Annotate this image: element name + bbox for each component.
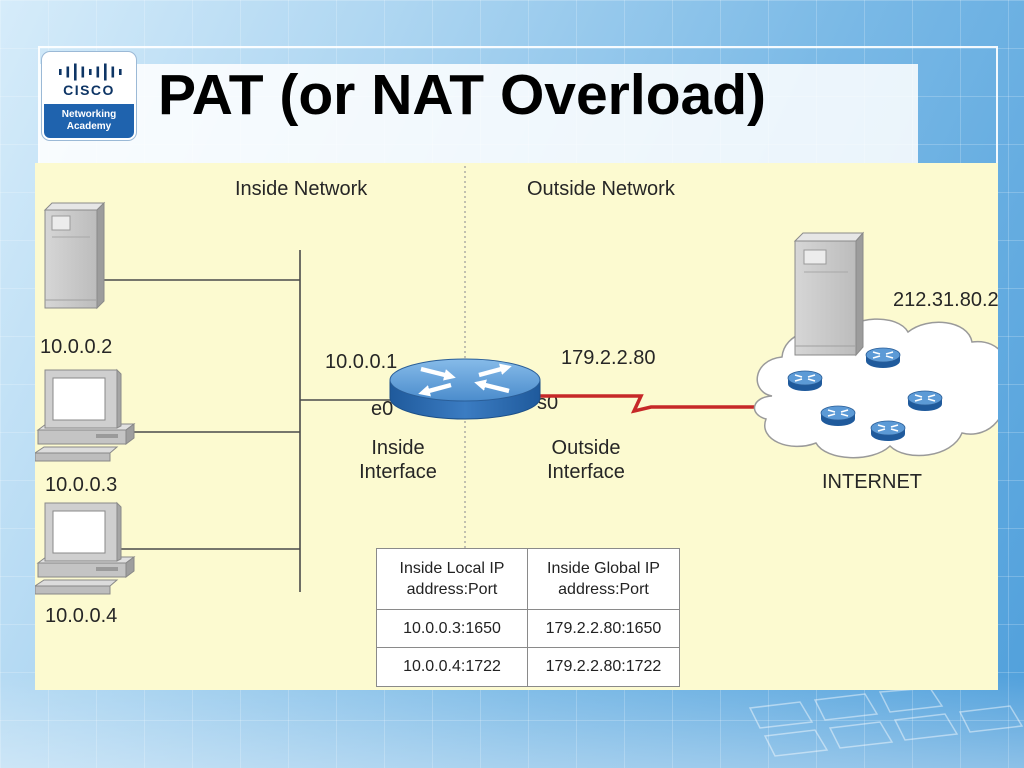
nat-translation-table: Inside Local IP address:Port Inside Glob… — [376, 548, 680, 687]
router-outside-ip: 179.2.2.80 — [561, 347, 656, 369]
cisco-networking-academy-logo: CISCO Networking Academy — [42, 52, 136, 140]
internet-router-icon — [907, 390, 943, 412]
serial-link — [540, 394, 758, 414]
outside-interface-label: Interface — [547, 461, 625, 483]
logo-brand-text: CISCO — [63, 82, 115, 98]
router-inside-ip: 10.0.0.1 — [325, 351, 397, 373]
inside-interface-label: Interface — [359, 461, 437, 483]
logo-line-2: Academy — [66, 121, 112, 132]
inside-network-label: Inside Network — [235, 178, 368, 200]
inside-local-cell: 10.0.0.3:1650 — [376, 609, 528, 648]
cisco-bridge-logo-icon — [59, 63, 122, 81]
internet-router-icon — [870, 420, 906, 442]
internet-router-icon — [820, 405, 856, 427]
inside-interface-label: Inside — [371, 437, 424, 459]
inside-local-header: Inside Local IP address:Port — [376, 548, 528, 610]
header-line: Inside Global IP — [547, 560, 660, 577]
internet-router-icon — [787, 370, 823, 392]
internet-server-ip: 212.31.80.2 — [893, 289, 998, 311]
server-icon — [43, 201, 106, 310]
router-inside-port: e0 — [371, 398, 393, 420]
header-line: address:Port — [558, 581, 649, 598]
logo-band: Networking Academy — [44, 104, 134, 138]
title-panel — [40, 64, 918, 163]
outside-network-label: Outside Network — [527, 178, 676, 200]
pc-icon — [35, 369, 135, 462]
lan-cabling — [100, 250, 395, 592]
router-icon — [389, 358, 541, 420]
host-ip-label: 10.0.0.2 — [40, 336, 112, 358]
network-diagram: Inside Network Outside Network 10.0.0.2 … — [35, 166, 998, 627]
header-line: Inside Local IP — [399, 560, 505, 577]
inside-global-header: Inside Global IP address:Port — [527, 548, 680, 610]
inside-global-cell: 179.2.2.80:1722 — [527, 647, 680, 687]
host-ip-label: 10.0.0.3 — [45, 474, 117, 496]
logo-line-1: Networking — [61, 109, 117, 120]
table-row: 10.0.0.3:1650 179.2.2.80:1650 — [376, 609, 680, 648]
server-icon — [793, 231, 865, 357]
internet-label: INTERNET — [822, 471, 922, 493]
slide-title: PAT (or NAT Overload) — [158, 63, 767, 127]
outside-interface-label: Outside — [552, 437, 621, 459]
internet-router-icon — [865, 347, 901, 369]
header-line: address:Port — [406, 581, 498, 598]
pc-icon — [35, 502, 135, 595]
slide-frame — [38, 46, 998, 166]
host-ip-label: 10.0.0.4 — [45, 605, 117, 627]
table-row: 10.0.0.4:1722 179.2.2.80:1722 — [376, 647, 680, 687]
table-header-row: Inside Local IP address:Port Inside Glob… — [376, 548, 680, 610]
inside-global-cell: 179.2.2.80:1650 — [527, 609, 680, 648]
decorative-keyboard-keys — [748, 688, 1024, 757]
inside-local-cell: 10.0.0.4:1722 — [376, 647, 528, 687]
